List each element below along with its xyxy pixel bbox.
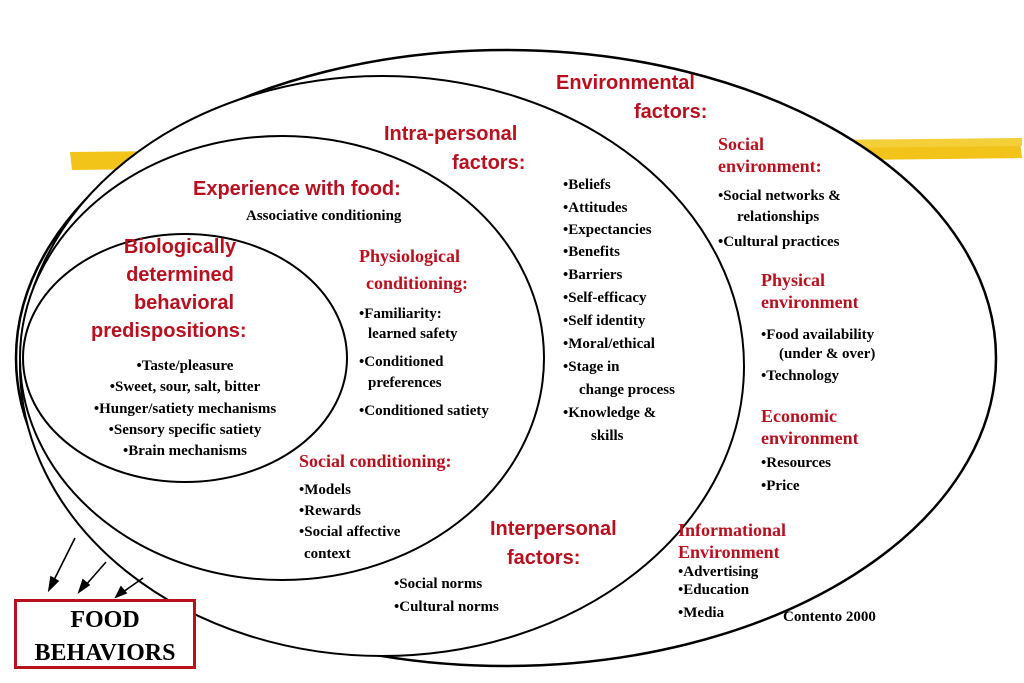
intrapersonal-item-skills: skills bbox=[591, 428, 624, 444]
biological-item-hunger: •Hunger/satiety mechanisms bbox=[93, 401, 277, 417]
arrow-2-head bbox=[77, 578, 91, 595]
intrapersonal-item-change-process: change process bbox=[579, 382, 675, 398]
economic-env-item-price: •Price bbox=[761, 478, 800, 494]
interpersonal-item-social-norms: •Social norms bbox=[394, 576, 483, 592]
physical-env-item-under-over: (under & over) bbox=[779, 346, 876, 362]
arrow-3 bbox=[122, 577, 144, 593]
informational-env-item-advertising: •Advertising bbox=[678, 564, 759, 580]
intrapersonal-item-benefits: •Benefits bbox=[563, 244, 620, 260]
physiological-item-conditioned: •Conditioned bbox=[359, 354, 444, 370]
interpersonal-item-cultural-norms: •Cultural norms bbox=[394, 599, 499, 615]
biological-item-sensory: •Sensory specific satiety bbox=[108, 422, 262, 438]
physiological-title-line2: conditioning: bbox=[366, 273, 469, 293]
arrow-1-head bbox=[47, 575, 60, 593]
biological-item-brain: •Brain mechanisms bbox=[122, 443, 247, 459]
intrapersonal-item-moral: •Moral/ethical bbox=[563, 336, 655, 352]
informational-env-item-education: •Education bbox=[678, 582, 750, 598]
experience-subtitle: Associative conditioning bbox=[246, 208, 402, 224]
environmental-title-line1: Environmental bbox=[556, 72, 695, 94]
food-behaviors-box: FOOD BEHAVIORS bbox=[14, 599, 196, 669]
arrow-2 bbox=[84, 561, 107, 587]
physiological-title-line1: Physiological bbox=[359, 246, 461, 266]
social-env-item-networks: •Social networks & bbox=[718, 188, 841, 204]
highlighter-stroke-edge bbox=[820, 138, 1022, 148]
intrapersonal-item-self-identity: •Self identity bbox=[563, 313, 646, 329]
informational-env-item-media: •Media bbox=[678, 605, 725, 621]
informational-environment-title-line1: Informational bbox=[678, 520, 786, 540]
experience-title: Experience with food: bbox=[193, 178, 401, 200]
intrapersonal-item-knowledge: •Knowledge & bbox=[563, 405, 657, 421]
biological-item-taste: •Taste/pleasure bbox=[136, 358, 234, 374]
physical-env-item-technology: •Technology bbox=[761, 368, 840, 384]
social-env-item-relationships: relationships bbox=[737, 209, 820, 225]
physical-environment-title-line2: environment bbox=[761, 292, 859, 312]
physiological-item-familiarity: •Familiarity: bbox=[359, 306, 442, 322]
biological-item-sweet: •Sweet, sour, salt, bitter bbox=[109, 379, 261, 395]
social-conditioning-title: Social conditioning: bbox=[299, 451, 452, 471]
intrapersonal-title-line1: Intra-personal bbox=[384, 123, 518, 145]
food-behaviors-line2: BEHAVIORS bbox=[34, 640, 176, 666]
intrapersonal-item-self-efficacy: •Self-efficacy bbox=[563, 290, 647, 306]
social-conditioning-item-rewards: •Rewards bbox=[299, 503, 361, 519]
intrapersonal-item-expectancies: •Expectancies bbox=[563, 222, 652, 238]
informational-environment-title-line2: Environment bbox=[678, 542, 780, 562]
economic-env-item-resources: •Resources bbox=[761, 455, 831, 471]
social-conditioning-item-context: context bbox=[304, 546, 351, 562]
arrow-3-head bbox=[114, 585, 128, 599]
social-environment-title-line1: Social bbox=[718, 134, 765, 154]
credit-text: Contento 2000 bbox=[783, 609, 876, 625]
arrows bbox=[47, 537, 144, 599]
physical-environment-title-line1: Physical bbox=[761, 270, 826, 290]
arrow-1 bbox=[52, 537, 76, 583]
intrapersonal-item-barriers: •Barriers bbox=[563, 267, 623, 283]
social-conditioning-item-affective: •Social affective bbox=[299, 524, 401, 540]
intrapersonal-item-beliefs: •Beliefs bbox=[563, 177, 611, 193]
social-environment-title-line2: environment: bbox=[718, 156, 822, 176]
intrapersonal-item-attitudes: •Attitudes bbox=[563, 200, 628, 216]
social-conditioning-item-models: •Models bbox=[299, 482, 351, 498]
physiological-item-learned-safety: learned safety bbox=[368, 326, 458, 342]
environmental-title-line2: factors: bbox=[634, 101, 708, 123]
interpersonal-title-line2: factors: bbox=[507, 547, 581, 569]
social-env-item-cultural: •Cultural practices bbox=[718, 234, 840, 250]
biological-title-line3: behavioral bbox=[133, 292, 235, 314]
biological-title-line1: Biologically bbox=[123, 236, 237, 258]
physiological-item-preferences: preferences bbox=[368, 375, 442, 391]
food-behaviors-line1: FOOD bbox=[70, 607, 140, 633]
biological-title-line4: predispositions: bbox=[91, 320, 247, 342]
intrapersonal-item-stage: •Stage in bbox=[563, 359, 620, 375]
economic-environment-title-line1: Economic bbox=[761, 406, 837, 426]
economic-environment-title-line2: environment bbox=[761, 428, 859, 448]
physical-env-item-food: •Food availability bbox=[761, 327, 875, 343]
physiological-item-satiety: •Conditioned satiety bbox=[359, 403, 489, 419]
intrapersonal-title-line2: factors: bbox=[452, 152, 526, 174]
interpersonal-title-line1: Interpersonal bbox=[490, 518, 617, 540]
biological-ellipse bbox=[22, 233, 348, 483]
biological-title-line2: determined bbox=[126, 264, 234, 286]
